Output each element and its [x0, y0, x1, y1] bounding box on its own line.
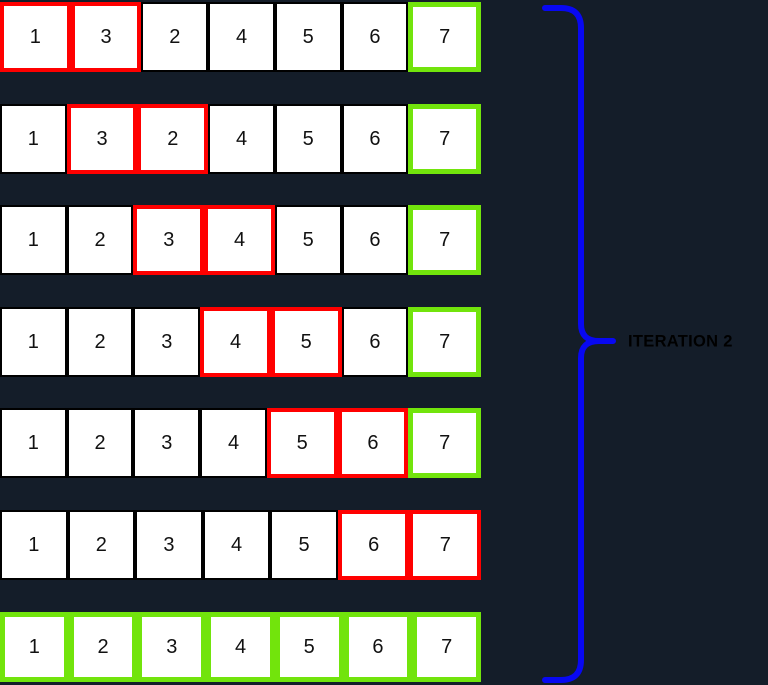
- array-cell: 1: [0, 205, 67, 275]
- array-cell: 7: [408, 408, 482, 478]
- array-cell: 2: [68, 612, 138, 682]
- array-cell: 3: [70, 2, 142, 72]
- array-cell: 6: [341, 2, 409, 72]
- array-cell: 1: [0, 2, 71, 72]
- array-cell: 2: [67, 510, 136, 580]
- array-cell: 6: [337, 510, 410, 580]
- array-cell: 3: [133, 408, 201, 478]
- array-cell: 7: [408, 2, 482, 72]
- array-cell: 6: [341, 205, 409, 275]
- array-cell: 5: [274, 104, 342, 174]
- array-cell: 1: [0, 104, 67, 174]
- array-cell: 3: [135, 510, 203, 580]
- array-cell: 1: [0, 408, 67, 478]
- array-cell: 1: [0, 510, 68, 580]
- array-cell: 1: [0, 612, 69, 682]
- array-cell: 7: [412, 612, 482, 682]
- array-cell: 4: [200, 307, 271, 377]
- array-cell: 7: [408, 307, 482, 377]
- array-cell: 6: [343, 612, 413, 682]
- array-cell: 5: [274, 612, 344, 682]
- array-cell: 4: [206, 612, 275, 682]
- array-cell: 5: [274, 2, 342, 72]
- array-cell: 6: [337, 408, 409, 478]
- array-cell: 7: [408, 205, 482, 275]
- array-cell: 5: [270, 307, 342, 377]
- array-cell: 7: [408, 104, 482, 174]
- array-cell: 4: [208, 2, 275, 72]
- array-cell: 2: [66, 408, 134, 478]
- array-cell: 3: [133, 307, 201, 377]
- array-cell: 5: [274, 205, 342, 275]
- array-cell: 4: [200, 408, 267, 478]
- array-cell: 2: [137, 104, 209, 174]
- array-cell: 4: [208, 104, 275, 174]
- array-cell: 6: [341, 307, 409, 377]
- array-cell: 7: [409, 510, 482, 580]
- array-cell: 5: [270, 510, 338, 580]
- array-cell: 3: [66, 104, 138, 174]
- iteration-label: ITERATION 2: [628, 332, 733, 351]
- array-cell: 4: [202, 510, 271, 580]
- array-cell: 3: [137, 612, 207, 682]
- array-cell: 2: [66, 307, 134, 377]
- array-cell: 3: [133, 205, 205, 275]
- array-cell: 2: [66, 205, 134, 275]
- array-cell: 1: [0, 307, 67, 377]
- array-cell: 6: [341, 104, 409, 174]
- array-cell: 5: [266, 408, 338, 478]
- array-cell: 4: [204, 205, 275, 275]
- array-cell: 2: [141, 2, 209, 72]
